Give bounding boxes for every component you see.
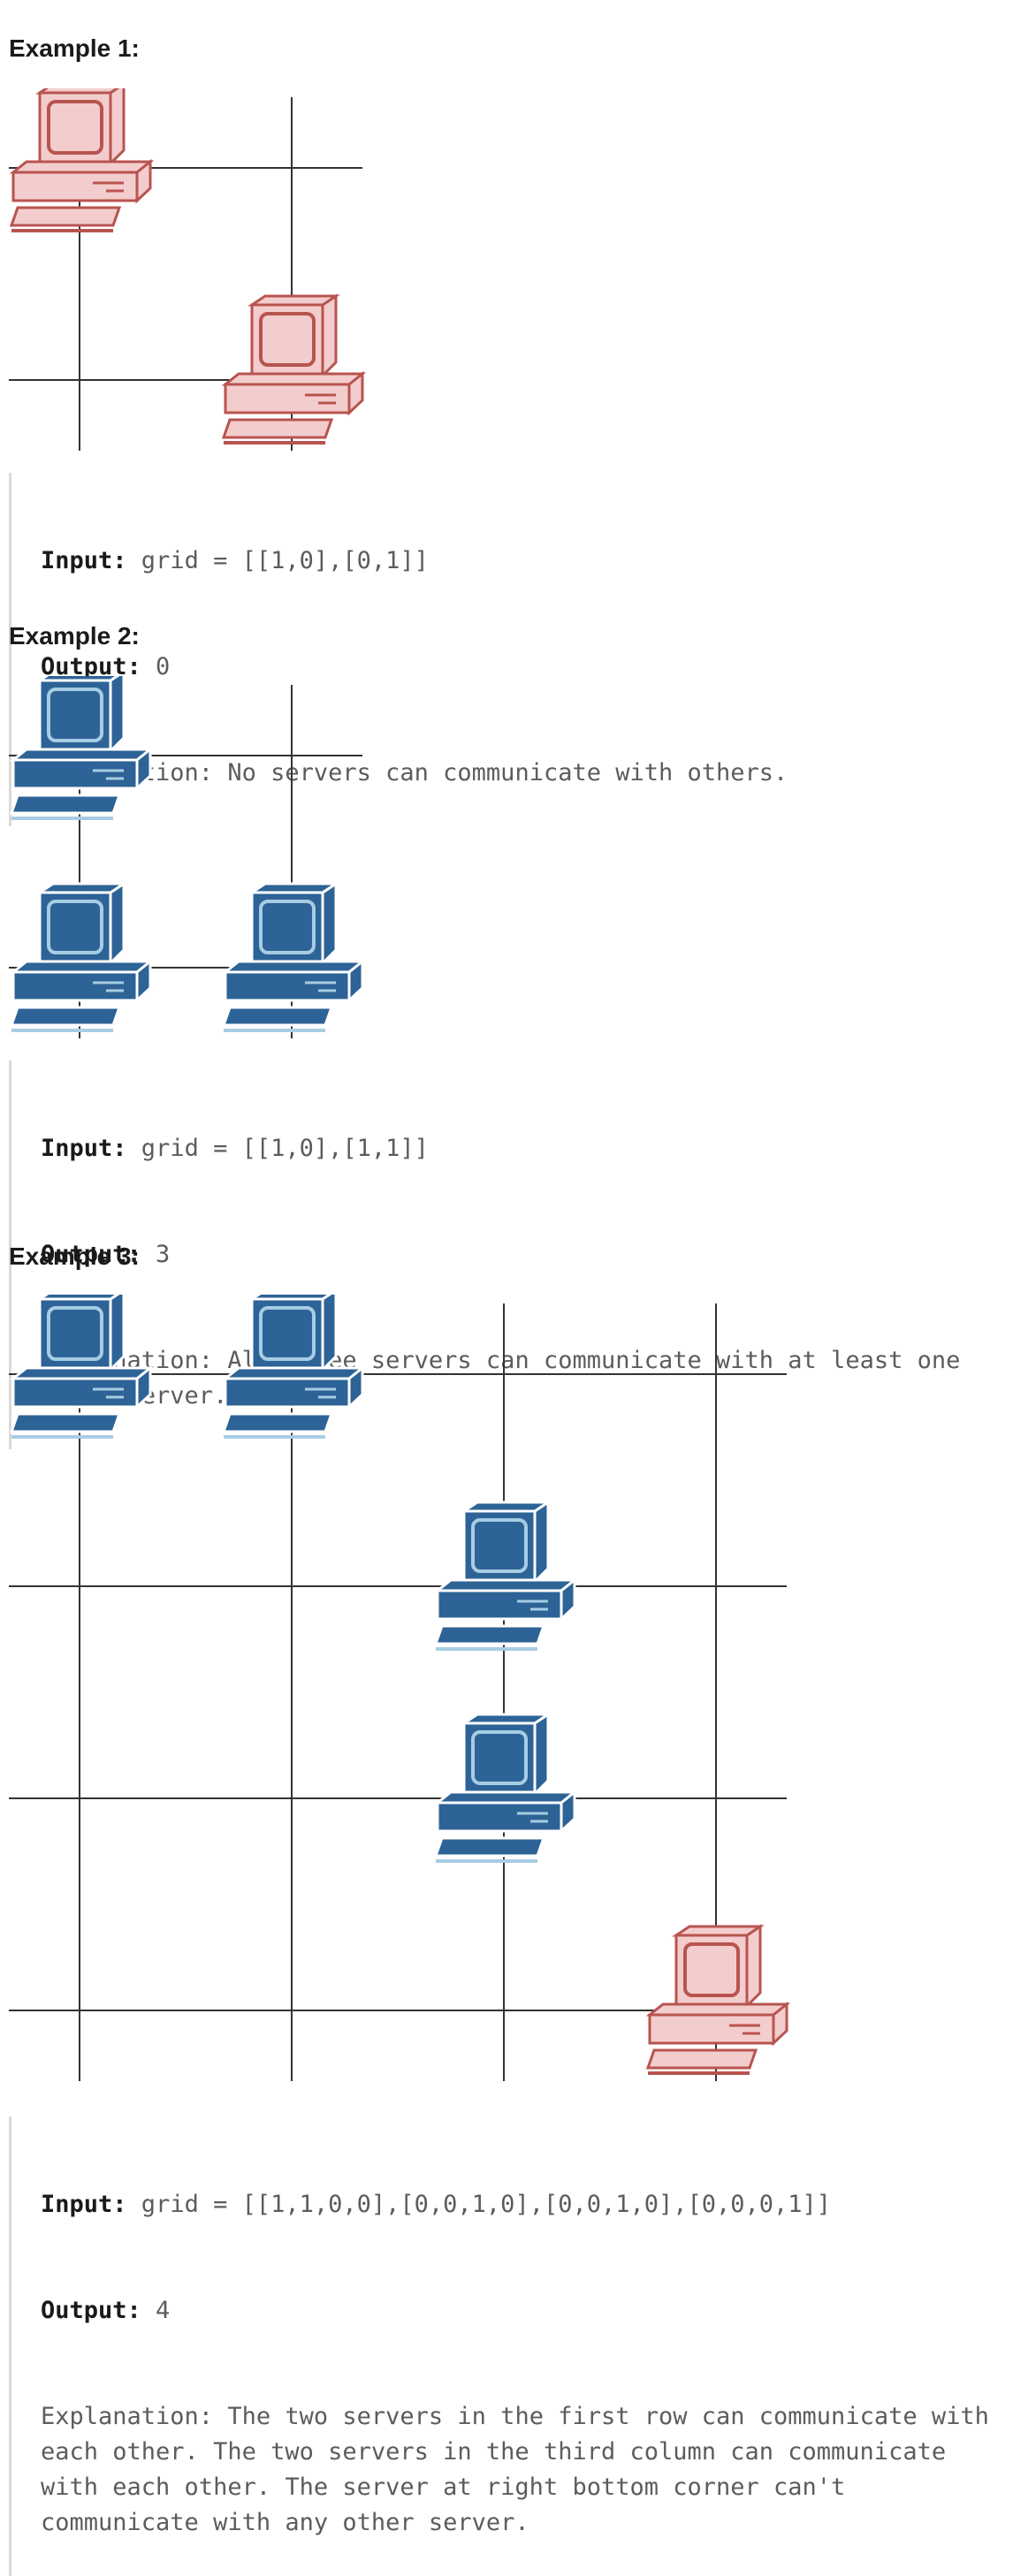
server-icon [221,1295,367,1439]
base-front [11,171,139,202]
base-front [224,383,351,414]
example-3-output-line: Output: 4 [41,2293,999,2329]
example-3-explanation-line: Explanation: The two servers in the firs… [41,2399,999,2541]
server-icon [9,881,155,1032]
output-label: Output: [41,1241,141,1268]
input-label: Input: [41,547,127,574]
monitor-side [109,676,126,755]
example-3-heading: Example 3: [9,1242,140,1270]
input-label: Input: [41,2191,127,2218]
base-top [9,960,155,974]
monitor-screen [47,1306,103,1361]
base-front [224,1377,351,1409]
keyboard [645,2048,758,2070]
explanation-value: All three servers can communicate with a… [41,1347,961,1410]
keyboard [221,418,334,439]
keyboard [9,1006,122,1027]
keyboard [9,794,122,815]
output-value: 0 [141,653,171,680]
base-front [648,2013,775,2045]
isolated-server-icon [221,293,367,445]
monitor-screen [471,1518,528,1573]
base-top [433,1578,579,1592]
monitor-screen [683,1942,740,1997]
monitor-screen [259,1306,316,1361]
output-value: 4 [141,2297,171,2324]
monitor-screen [47,900,103,954]
base-top [9,748,155,762]
keyboard [221,1006,334,1027]
server-icon [9,1295,155,1439]
base-front [11,970,139,1002]
keyboard [221,1412,334,1433]
monitor-screen [47,100,103,155]
isolated-server-icon [9,88,155,232]
keyboard [433,1836,546,1858]
base-top [221,1366,367,1380]
base-front [436,1801,563,1833]
server-icon [221,881,367,1032]
example-2-heading: Example 2: [9,622,140,650]
input-value: grid = [[1,0],[0,1]] [126,547,429,574]
monitor-side [533,1712,550,1797]
example-3-grid [9,1295,791,2081]
example-1-heading: Example 1: [9,34,140,62]
server-icon [9,676,155,820]
output-value: 3 [141,1241,171,1268]
monitor-side [321,881,338,967]
example-1-grid [9,88,367,451]
monitor-side [321,293,338,379]
base-top [221,372,367,386]
keyboard [9,1412,122,1433]
example-2-input-line: Input: grid = [[1,0],[1,1]] [41,1131,999,1166]
input-value: grid = [[1,0],[1,1]] [126,1135,429,1162]
example-2-grid [9,676,367,1038]
base-top [9,1366,155,1380]
monitor-screen [47,688,103,742]
explanation-value: No servers can communicate with others. [213,759,788,786]
monitor-side [745,1924,762,2010]
output-label: Output: [41,2297,141,2324]
example-1-input-line: Input: grid = [[1,0],[0,1]] [41,543,999,579]
monitor-screen [259,312,316,367]
base-top [433,1790,579,1805]
monitor-screen [471,1730,528,1785]
input-value: grid = [[1,1,0,0],[0,0,1,0],[0,0,1,0],[0… [126,2191,832,2218]
base-front [11,1377,139,1409]
example-3-code-block: Input: grid = [[1,1,0,0],[0,0,1,0],[0,0,… [9,2116,999,2576]
base-front [11,758,139,790]
example-2-output-line: Output: 3 [41,1237,999,1273]
base-top [221,960,367,974]
input-label: Input: [41,1135,127,1162]
explanation-label: Explanation: [41,2403,214,2430]
monitor-screen [259,900,316,954]
monitor-side [321,1295,338,1373]
base-front [224,970,351,1002]
monitor-side [109,1295,126,1373]
monitor-side [109,88,126,167]
base-top [9,160,155,174]
base-top [645,2002,791,2017]
keyboard [433,1624,546,1645]
isolated-server-icon [645,1924,791,2075]
monitor-side [533,1500,550,1585]
server-icon [433,1712,579,1863]
keyboard [9,206,122,227]
base-front [436,1589,563,1621]
example-3-input-line: Input: grid = [[1,1,0,0],[0,0,1,0],[0,0,… [41,2187,999,2223]
server-icon [433,1500,579,1651]
monitor-side [109,881,126,967]
